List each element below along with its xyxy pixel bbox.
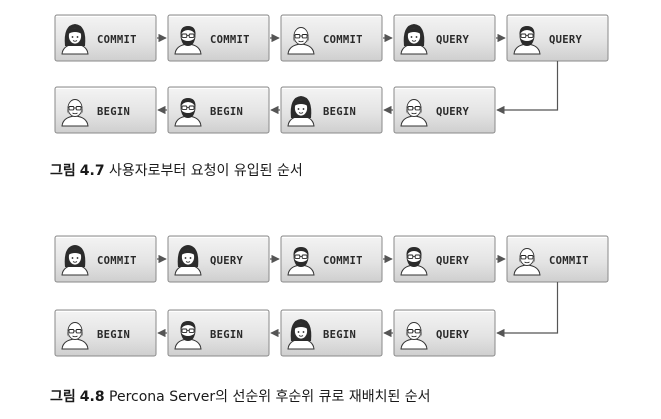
queue-box: QUERY [393, 14, 496, 62]
box-label: COMMIT [97, 255, 137, 267]
queue-box: BEGIN [54, 309, 157, 357]
flow-arrow [496, 61, 559, 115]
box-label: BEGIN [97, 329, 130, 341]
queue-box: COMMIT [54, 235, 157, 283]
caption-text: 사용자로부터 요청이 유입된 순서 [109, 163, 303, 179]
box-label: QUERY [436, 329, 469, 341]
box-label: QUERY [436, 255, 469, 267]
bald-man-icon [61, 99, 89, 127]
caption-text: Percona Server의 선순위 후순위 큐로 재배치된 순서 [109, 389, 431, 405]
bearded-man-icon [174, 98, 202, 127]
queue-box: COMMIT [167, 14, 270, 62]
queue-box: BEGIN [280, 86, 383, 134]
bald-man-icon [400, 99, 428, 127]
bearded-man-icon [287, 247, 315, 276]
figure-4-7-diagram: COMMIT COMMIT COMMIT QUERY QUERY BEGIN BEGIN BE… [54, 14, 609, 134]
box-label: BEGIN [323, 106, 356, 118]
queue-box: QUERY [506, 14, 609, 62]
box-label: BEGIN [97, 106, 130, 118]
queue-box: BEGIN [54, 86, 157, 134]
box-label: COMMIT [210, 34, 250, 46]
queue-box: QUERY [393, 235, 496, 283]
flow-arrow [496, 282, 559, 338]
caption-number: 4.8 [79, 389, 105, 405]
bearded-man-icon [174, 321, 202, 350]
box-label: BEGIN [210, 329, 243, 341]
bald-man-icon [61, 322, 89, 350]
queue-box: BEGIN [167, 86, 270, 134]
bald-man-icon [287, 27, 315, 55]
queue-box: COMMIT [54, 14, 157, 62]
queue-box: BEGIN [280, 309, 383, 357]
bald-man-icon [513, 248, 541, 276]
box-label: BEGIN [210, 106, 243, 118]
woman-icon [174, 245, 202, 276]
queue-box: QUERY [167, 235, 270, 283]
queue-box: BEGIN [167, 309, 270, 357]
queue-box: COMMIT [506, 235, 609, 283]
box-label: BEGIN [323, 329, 356, 341]
box-label: COMMIT [97, 34, 137, 46]
figure-4-8-diagram: COMMIT QUERY COMMIT QUERY COMMIT BEGIN BEGIN BE… [54, 235, 609, 357]
box-label: QUERY [436, 34, 469, 46]
bearded-man-icon [174, 26, 202, 55]
woman-icon [287, 96, 315, 127]
caption-prefix: 그림 [50, 389, 76, 405]
queue-box: QUERY [393, 309, 496, 357]
queue-box: QUERY [393, 86, 496, 134]
woman-icon [61, 245, 89, 276]
box-label: QUERY [436, 106, 469, 118]
caption-number: 4.7 [79, 163, 105, 179]
bearded-man-icon [513, 26, 541, 55]
woman-icon [287, 319, 315, 350]
bald-man-icon [400, 322, 428, 350]
box-label: COMMIT [323, 255, 363, 267]
box-label: QUERY [549, 34, 582, 46]
queue-box: COMMIT [280, 235, 383, 283]
caption-prefix: 그림 [50, 163, 76, 179]
box-label: QUERY [210, 255, 243, 267]
woman-icon [61, 24, 89, 55]
queue-box: COMMIT [280, 14, 383, 62]
bearded-man-icon [400, 247, 428, 276]
box-label: COMMIT [549, 255, 589, 267]
box-label: COMMIT [323, 34, 363, 46]
woman-icon [400, 24, 428, 55]
